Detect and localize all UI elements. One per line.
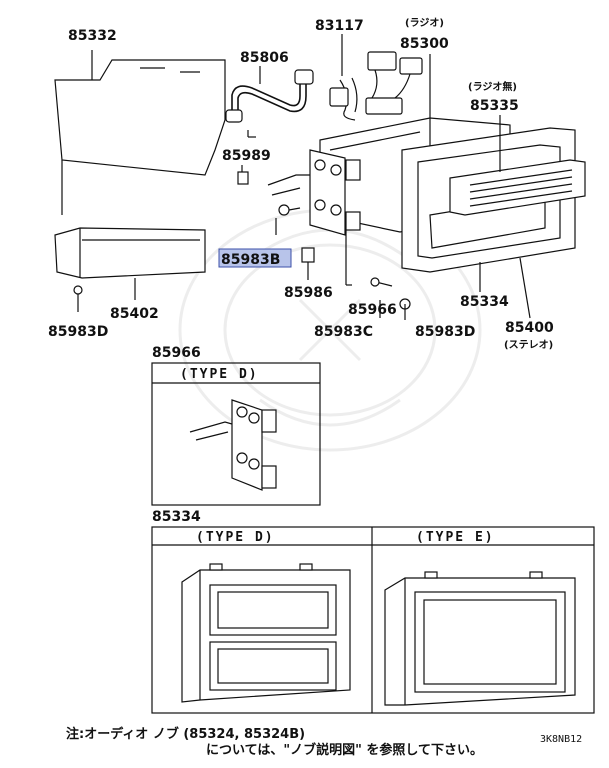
panel-type-e (384, 571, 576, 706)
label-85966: 85966 (348, 302, 397, 318)
label-85983D-left: 85983D (48, 324, 108, 340)
detail-85966-part-no: 85966 (152, 345, 201, 361)
footnote-line1: 注:オーディオ ノブ (85324, 85324B) (66, 726, 305, 742)
panel-type-d (181, 563, 351, 703)
label-85983D-right: 85983D (415, 324, 475, 340)
pocket-85402 (54, 227, 206, 312)
detail-85334-type-e-label: (TYPE E) (416, 530, 495, 545)
label-85332: 85332 (68, 28, 117, 44)
label-85400: 85400 (505, 320, 554, 336)
detail-85334-box (151, 526, 595, 714)
leader-85400 (519, 257, 531, 319)
insulator-sheet-85332 (54, 50, 226, 215)
wire-harness-83117 (329, 34, 423, 121)
label-85334: 85334 (460, 294, 509, 310)
clip-85986 (301, 247, 315, 280)
label-85402: 85402 (110, 306, 159, 322)
detail-85334-part-no: 85334 (152, 509, 201, 525)
antenna-cable-85806 (225, 66, 314, 138)
detail-85966-box (151, 362, 321, 506)
footnote-line2: については、"ノブ説明図" を参照して下さい。 (206, 742, 483, 758)
screw-85989 (237, 165, 249, 185)
label-83117: 83117 (315, 18, 364, 34)
detail-85966-type-label: (TYPE D) (180, 367, 259, 382)
label-85335: 85335 (470, 98, 519, 114)
label-85300-note: (ラジオ) (405, 17, 444, 29)
screw-85983B (275, 204, 301, 235)
label-85300: 85300 (400, 36, 449, 52)
label-85986: 85986 (284, 285, 333, 301)
label-85335-note: (ラジオ無) (468, 80, 517, 93)
label-85989: 85989 (222, 148, 271, 164)
screw-85983D-right (399, 298, 411, 320)
screw-85983C (370, 277, 393, 318)
detail-85334-type-d-label: (TYPE D) (196, 530, 275, 545)
detail-85966-bracket (189, 399, 277, 491)
label-85400-note: (ステレオ) (504, 339, 553, 351)
diagram-code: 3K8NB12 (540, 734, 582, 745)
bracket-85966 (267, 149, 361, 286)
label-85983C: 85983C (314, 324, 373, 340)
label-85806: 85806 (240, 50, 289, 66)
blank-plate-85335 (449, 115, 586, 216)
highlight-85983B (218, 248, 292, 268)
label-85983B: 85983B (221, 252, 280, 268)
